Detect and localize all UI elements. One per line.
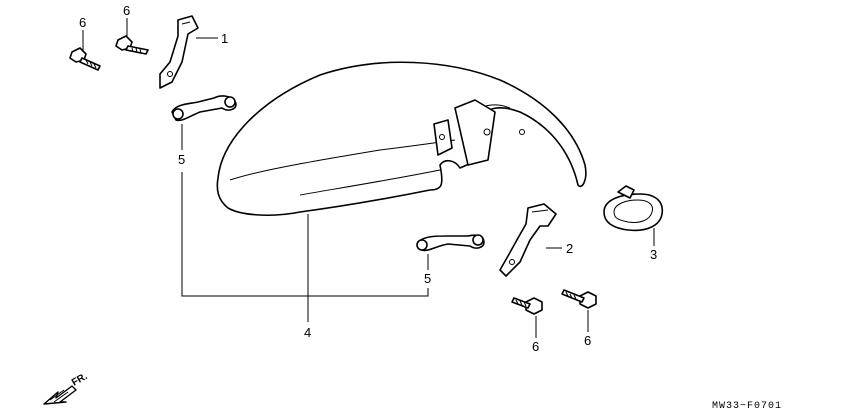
- callout-6b: 6: [123, 3, 130, 18]
- callout-4: 4: [304, 325, 311, 340]
- front-direction-indicator: FR.: [43, 371, 90, 405]
- bolt-6-c: [511, 297, 543, 315]
- callout-6c: 6: [532, 339, 539, 354]
- front-fender: [216, 61, 587, 216]
- callout-6a: 6: [79, 15, 86, 30]
- callout-2: 2: [566, 241, 573, 256]
- cable-clamp-5-lower: [416, 234, 485, 252]
- bolt-6-b: [115, 35, 149, 55]
- bracket-2: [499, 203, 557, 277]
- cable-clamp-5-upper: [171, 95, 237, 122]
- bolt-6-d: [561, 289, 597, 309]
- leader-lines: [82, 18, 655, 338]
- callout-6d: 6: [584, 333, 591, 348]
- callouts: 6 6 1 5 5 4 2 3 6 6: [79, 3, 657, 354]
- diagram-code: MW33−F0701: [712, 401, 782, 412]
- bracket-1: [159, 15, 199, 89]
- direction-label: FR.: [70, 371, 90, 389]
- bolt-6-a: [69, 47, 101, 71]
- callout-5a: 5: [178, 152, 185, 167]
- grommet-3: [603, 185, 664, 232]
- callout-1: 1: [221, 31, 228, 46]
- callout-3: 3: [650, 247, 657, 262]
- direction-arrow-icon: [43, 385, 77, 405]
- callout-5b: 5: [424, 271, 431, 286]
